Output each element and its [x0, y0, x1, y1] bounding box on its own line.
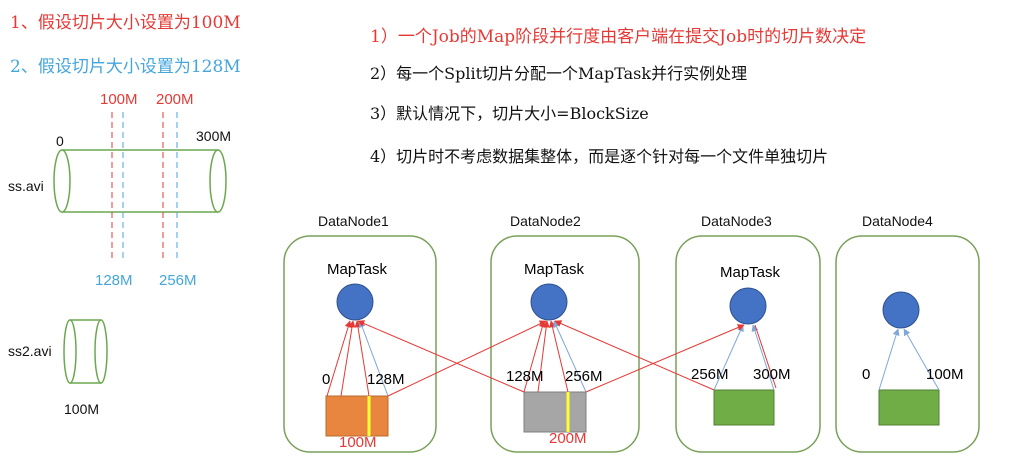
cross-arrow-node3-to-node2	[554, 320, 715, 391]
node1-bottom-label: 100M	[339, 434, 377, 451]
split-label-200m: 200M	[156, 91, 194, 108]
file2-size-label: 100M	[64, 401, 100, 417]
datanode1-box	[283, 235, 437, 453]
cross-arrow-node2-to-node1	[357, 320, 525, 393]
heading-case-100m: 1、假设切片大小设置为100M	[10, 13, 241, 33]
file1-name-label: ss.avi	[8, 178, 44, 194]
datanode4-title: DataNode4	[862, 213, 933, 229]
maptask-label-2: MapTask	[524, 261, 585, 278]
note-4: 4）切片时不考虑数据集整体，而是逐个针对每一个文件单独切片	[370, 147, 829, 166]
note-1: 1）一个Job的Map阶段并行度由客户端在提交Job时的切片数决定	[370, 27, 867, 47]
maptask-circle-1	[336, 283, 374, 321]
node2-left-label: 128M	[506, 368, 544, 385]
node1-arrows	[326, 320, 389, 397]
cross-arrow-block1-to-node2	[387, 320, 547, 397]
maptask-label-1: MapTask	[327, 261, 388, 278]
node2-arrows	[523, 320, 587, 393]
block-4	[878, 389, 940, 426]
heading-case-128m: 2、假设切片大小设置为128M	[10, 57, 241, 77]
maptask-circle-4	[882, 291, 920, 329]
datanode3-title: DataNode3	[701, 213, 772, 229]
split-label-128m: 128M	[95, 272, 133, 289]
split-label-100m: 100M	[100, 91, 138, 108]
file1-end-label: 300M	[196, 128, 232, 144]
node3-arrows	[713, 324, 777, 391]
block-3	[713, 389, 775, 426]
block-2	[523, 391, 587, 433]
datanode2-title: DataNode2	[510, 213, 581, 229]
file2-name-label: ss2.avi	[8, 343, 52, 359]
node3-left-label: 256M	[691, 366, 729, 383]
datanode1-title: DataNode1	[318, 213, 389, 229]
node2-right-label: 256M	[565, 368, 603, 385]
maptask-label-3: MapTask	[720, 264, 781, 281]
node4-right-label: 100M	[926, 366, 964, 383]
node3-right-label: 300M	[753, 366, 791, 383]
node1-left-label: 0	[322, 371, 331, 388]
ss-avi-cylinder	[53, 149, 227, 213]
datanode3-box	[675, 235, 821, 453]
note-2: 2）每一个Split切片分配一个MapTask并行实例处理	[370, 64, 748, 83]
block-1	[325, 395, 389, 437]
maptask-circle-3	[729, 287, 767, 325]
node2-bottom-label: 200M	[549, 430, 587, 447]
note-3: 3）默认情况下，切片大小=BlockSize	[370, 104, 649, 123]
node4-left-label: 0	[862, 366, 871, 383]
maptask-circle-2	[530, 283, 568, 321]
ss2-avi-cylinder	[63, 319, 108, 384]
split-label-256m: 256M	[159, 272, 197, 289]
node1-right-label: 128M	[367, 371, 405, 388]
cross-arrow-block2-to-node3	[585, 324, 745, 393]
node4-arrows	[878, 328, 940, 391]
datanode4-box	[835, 235, 980, 453]
file1-start-label: 0	[56, 133, 64, 149]
datanode2-box	[490, 235, 640, 453]
